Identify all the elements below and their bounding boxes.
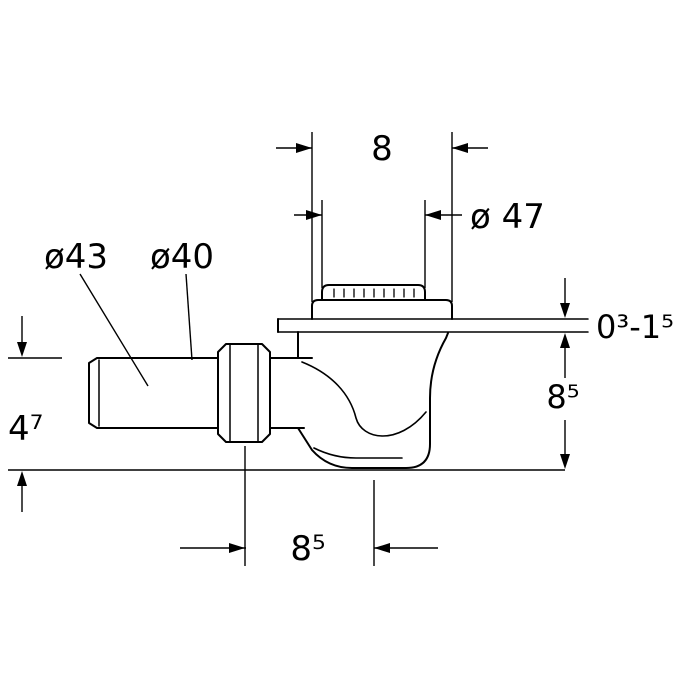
grate-slots xyxy=(333,288,415,298)
dim-label-grate-diameter: ø 47 xyxy=(470,197,545,237)
part-geometry xyxy=(88,284,589,469)
arrow-grate-left-icon xyxy=(306,210,322,220)
dim-label-pipe-inner-diameter: ø40 xyxy=(150,237,214,277)
dim-left-height-lines xyxy=(8,316,565,512)
siphon-curve xyxy=(301,361,427,437)
union-nut xyxy=(217,343,271,443)
arrow-left-height-up-icon xyxy=(17,471,27,486)
arrow-top-right-icon xyxy=(452,143,468,153)
cup-inner-line xyxy=(313,447,403,459)
dim-label-right-height: 8⁵ xyxy=(546,378,579,416)
arrow-grate-right-icon xyxy=(425,210,441,220)
arrow-tile-up-icon xyxy=(560,333,570,348)
arrow-left-height-down-icon xyxy=(17,342,27,357)
arrow-bottom-right-icon xyxy=(374,543,390,553)
flange-and-tray-lines xyxy=(277,318,589,333)
dim-label-pipe-outer-diameter: ø43 xyxy=(44,237,108,277)
dim-label-bottom-offset: 8⁵ xyxy=(290,529,325,569)
dimension-labels: 8 ø 47 ø43 ø40 0³-1⁵ 8⁵ 4⁷ 8⁵ xyxy=(8,129,674,569)
dim-label-left-height: 4⁷ xyxy=(8,409,43,449)
trap-body xyxy=(269,331,449,469)
leader-lines xyxy=(79,273,193,387)
arrow-bottom-left-icon xyxy=(229,543,245,553)
arrow-depth-down-icon xyxy=(560,454,570,469)
grate-cap xyxy=(311,284,453,320)
outlet-pipe xyxy=(88,357,219,429)
arrow-top-left-icon xyxy=(296,143,312,153)
dim-label-tile-bed-range: 0³-1⁵ xyxy=(596,308,674,346)
dimension-arrowheads xyxy=(17,143,570,553)
dim-label-top-width: 8 xyxy=(371,129,393,169)
arrow-tile-down-icon xyxy=(560,303,570,318)
leader-pipe-outer xyxy=(79,273,149,387)
leader-pipe-inner xyxy=(185,273,193,361)
